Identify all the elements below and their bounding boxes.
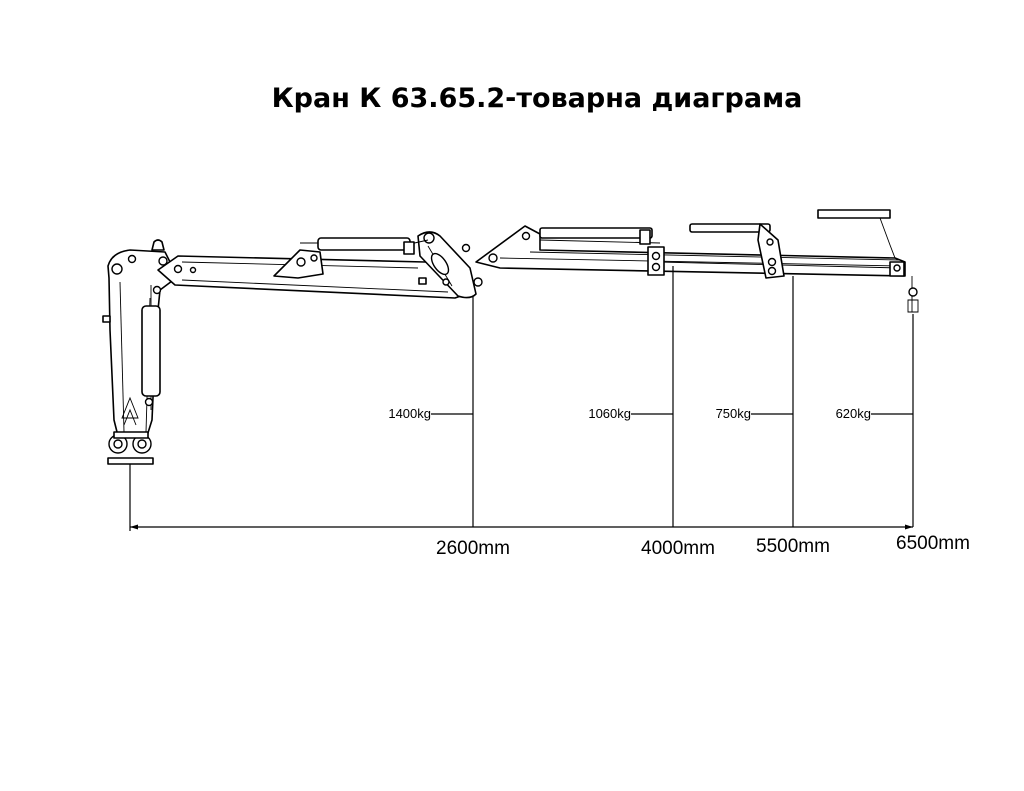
distance-label-3: 5500mm — [756, 536, 830, 557]
load-label-4: 620kg — [836, 406, 871, 421]
outer-boom — [475, 209, 919, 313]
load-label-1: 1400kg — [388, 406, 431, 421]
distance-label-1: 2600mm — [436, 538, 510, 559]
boom-cylinder — [300, 237, 429, 255]
arrow-right — [905, 524, 913, 530]
crane-column — [102, 239, 177, 465]
diagram-title: Кран К 63.65.2-товарна диаграма — [272, 83, 803, 114]
load-label-2: 1060kg — [588, 406, 631, 421]
dimension-lines — [129, 464, 913, 531]
load-label-3: 750kg — [716, 406, 751, 421]
main-boom — [157, 231, 483, 299]
load-point-markers: 1400kg 2600mm 1060kg 4000mm 750kg 5500mm 620kg… — [388, 266, 970, 559]
arrow-left — [130, 524, 138, 530]
distance-label-2: 4000mm — [641, 538, 715, 559]
distance-label-4: 6500mm — [896, 533, 970, 554]
crane-drawing — [102, 209, 919, 465]
